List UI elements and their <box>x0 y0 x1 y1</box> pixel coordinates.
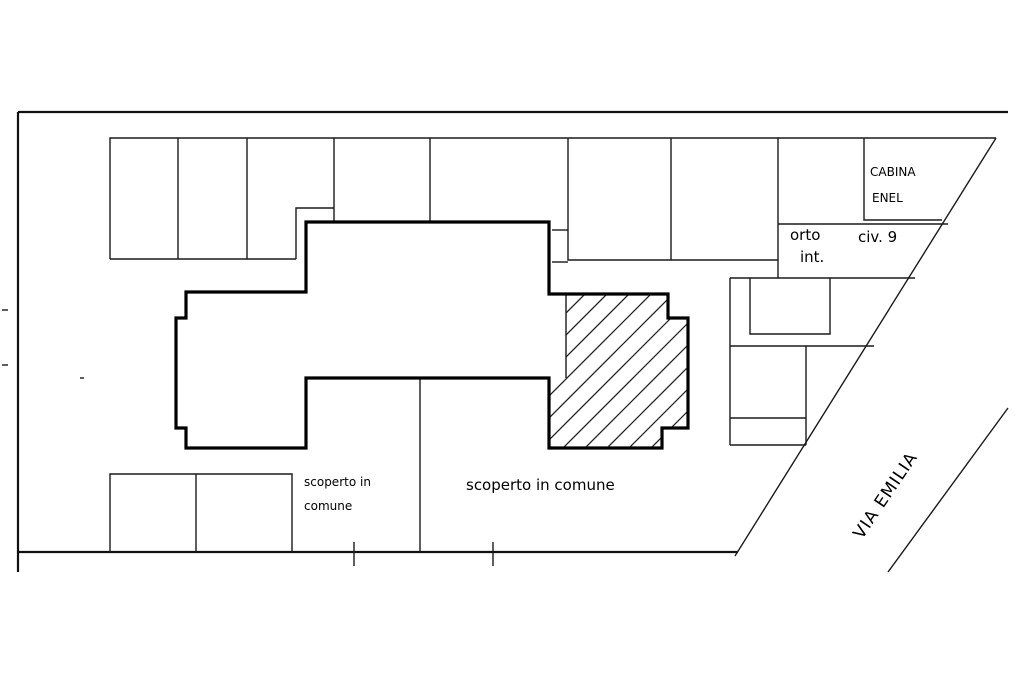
hatched-unit <box>549 294 688 448</box>
orto-label: orto civ. 9 int. <box>790 226 897 266</box>
svg-text:comune: comune <box>304 499 352 513</box>
svg-text:orto: orto <box>790 226 820 244</box>
cabina-enel-label: CABINA ENEL <box>870 165 916 205</box>
svg-text:civ. 9: civ. 9 <box>858 228 897 246</box>
road-edges <box>734 137 1009 573</box>
road-label: VIA EMILIA <box>850 449 923 543</box>
svg-text:ENEL: ENEL <box>872 191 903 205</box>
surrounding-lots <box>2 137 996 566</box>
main-building-outline <box>174 220 690 450</box>
scoperto-small-label: scoperto in comune <box>304 475 371 513</box>
svg-text:CABINA: CABINA <box>870 165 916 179</box>
svg-text:int.: int. <box>800 248 824 266</box>
svg-text:scoperto in: scoperto in <box>304 475 371 489</box>
scoperto-large-label: scoperto in comune <box>466 476 615 494</box>
plan-frame <box>16 110 1008 572</box>
